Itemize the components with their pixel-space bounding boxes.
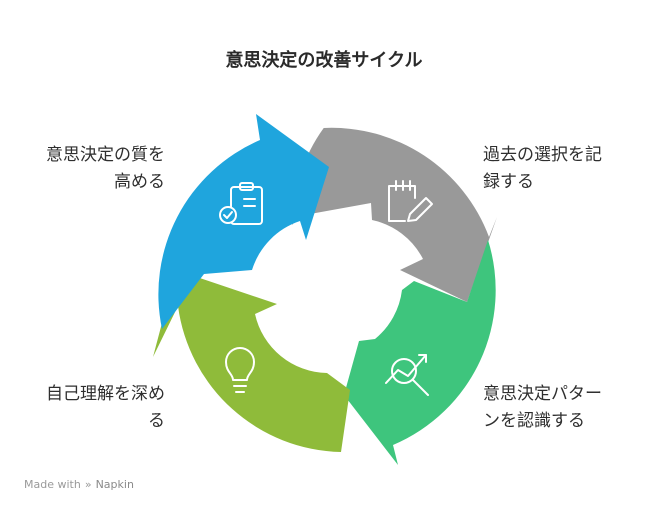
napkin-logo-icon: » xyxy=(84,478,92,491)
step-label-line: 自己理解を深め xyxy=(46,384,165,404)
footer-prefix: Made with xyxy=(24,478,81,491)
diagram-title: 意思決定の改善サイクル xyxy=(225,50,423,71)
notepad-pencil-icon xyxy=(388,180,433,222)
cycle-arrow-record xyxy=(292,127,497,302)
step-label-line: 過去の選択を記 xyxy=(483,145,602,165)
step-label-recognize-patterns: 意思決定パター ンを認識する xyxy=(483,381,602,435)
step-label-line: る xyxy=(148,411,165,431)
cycle-arrow-improve xyxy=(158,114,329,329)
step-label-line: 高める xyxy=(114,172,165,192)
step-label-improve-quality: 意思決定の質を 高める xyxy=(46,142,165,196)
step-label-deepen-self-understanding: 自己理解を深め る xyxy=(46,381,165,435)
footer-brand[interactable]: Napkin xyxy=(95,478,134,491)
step-label-record-choices: 過去の選択を記 録する xyxy=(483,142,602,196)
step-label-line: 意思決定パター xyxy=(483,384,602,404)
clipboard-check-icon xyxy=(219,182,263,225)
footer-credit: Made with » Napkin xyxy=(24,478,134,491)
step-label-line: ンを認識する xyxy=(483,411,585,431)
step-label-line: 意思決定の質を xyxy=(46,145,165,165)
step-label-line: 録する xyxy=(483,172,534,192)
cycle-arrow-recognize xyxy=(344,240,496,465)
chart-search-icon xyxy=(385,354,429,396)
cycle-arrow-deepen xyxy=(153,270,350,452)
lightbulb-icon xyxy=(225,347,255,393)
